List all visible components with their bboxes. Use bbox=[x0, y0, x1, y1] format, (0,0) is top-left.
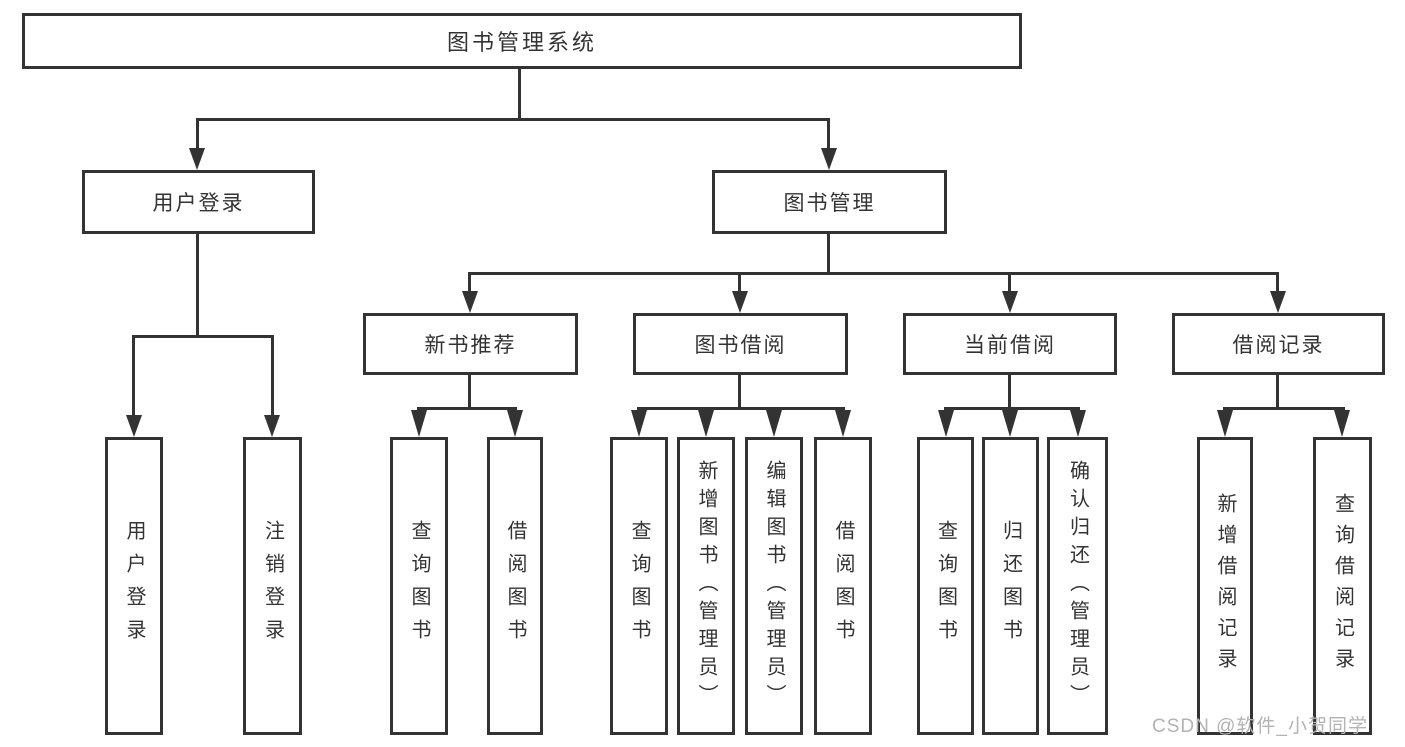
leaf-cb-return-books-label: 归还图书 bbox=[999, 520, 1022, 652]
arrow-down-icon bbox=[264, 415, 280, 437]
node-new-book-rec: 新书推荐 bbox=[363, 313, 578, 375]
leaf-bb-add-books-admin: 新增图书（管理员） bbox=[677, 437, 735, 735]
watermark-text: CSDN @软件_小贺同学 bbox=[1152, 716, 1368, 737]
leaf-bb-borrow-books-label: 借阅图书 bbox=[832, 520, 854, 652]
connector-book-mgmt-stem bbox=[827, 234, 830, 275]
node-root-label: 图书管理系统 bbox=[446, 30, 597, 55]
node-book-borrow-label: 图书借阅 bbox=[694, 334, 787, 357]
node-user-login: 用户登录 bbox=[82, 170, 315, 234]
connector-user-login-branch bbox=[132, 335, 274, 338]
arrow-down-icon bbox=[126, 415, 142, 437]
node-book-borrow: 图书借阅 bbox=[633, 313, 848, 375]
connector-book-borrow-stem bbox=[738, 375, 741, 410]
arrow-down-icon bbox=[1002, 291, 1018, 313]
leaf-nbr-borrow-books-label: 借阅图书 bbox=[504, 520, 526, 652]
leaf-cb-query-books: 查询图书 bbox=[917, 437, 974, 735]
leaf-cb-confirm-return-admin: 确认归还（管理员） bbox=[1047, 437, 1108, 735]
connector-borrow-record-stem bbox=[1276, 375, 1279, 410]
leaf-br-query-record: 查询借阅记录 bbox=[1313, 437, 1372, 735]
arrow-down-icon bbox=[821, 148, 837, 170]
leaf-cb-return-books: 归还图书 bbox=[982, 437, 1039, 735]
connector-user-login-drop-1 bbox=[132, 335, 135, 417]
leaf-bb-query-books-label: 查询图书 bbox=[628, 520, 650, 652]
node-current-borrow-label: 当前借阅 bbox=[964, 334, 1056, 357]
connector-new-book-rec-stem bbox=[468, 375, 471, 410]
leaf-br-add-record-label: 新增借阅记录 bbox=[1214, 493, 1236, 679]
leaf-cb-confirm-return-admin-label: 确认归还（管理员） bbox=[1066, 460, 1089, 712]
leaf-bb-edit-books-admin-label: 编辑图书（管理员） bbox=[763, 460, 785, 712]
arrow-down-icon bbox=[189, 148, 205, 170]
connector-l1-drop-left bbox=[196, 118, 199, 152]
leaf-bb-add-books-admin-label: 新增图书（管理员） bbox=[695, 460, 717, 712]
connector-current-borrow-stem bbox=[1008, 375, 1011, 410]
leaf-user-login-label: 用户登录 bbox=[123, 520, 145, 652]
arrow-down-icon bbox=[1270, 291, 1286, 313]
node-current-borrow: 当前借阅 bbox=[903, 313, 1117, 375]
connector-book-mgmt-branch bbox=[468, 272, 1279, 275]
leaf-nbr-query-books-label: 查询图书 bbox=[408, 520, 430, 652]
leaf-cb-query-books-label: 查询图书 bbox=[934, 520, 957, 652]
arrow-down-icon bbox=[507, 410, 523, 437]
arrow-down-icon bbox=[1002, 410, 1018, 437]
leaf-br-query-record-label: 查询借阅记录 bbox=[1331, 493, 1354, 679]
leaf-bb-borrow-books: 借阅图书 bbox=[814, 437, 872, 735]
node-root: 图书管理系统 bbox=[22, 13, 1022, 69]
leaf-logout-label: 注销登录 bbox=[261, 520, 284, 652]
node-borrow-record: 借阅记录 bbox=[1172, 313, 1385, 375]
arrow-down-icon bbox=[698, 410, 714, 437]
connector-book-mgmt-drop-4 bbox=[1276, 272, 1279, 293]
connector-current-borrow-branch bbox=[944, 407, 1080, 410]
connector-new-book-rec-branch bbox=[417, 407, 517, 410]
leaf-nbr-borrow-books: 借阅图书 bbox=[487, 437, 543, 735]
arrow-down-icon bbox=[631, 410, 647, 437]
arrow-down-icon bbox=[462, 291, 478, 313]
connector-root-stem bbox=[518, 69, 521, 120]
node-book-mgmt-label: 图书管理 bbox=[783, 192, 876, 215]
node-user-login-label: 用户登录 bbox=[152, 192, 245, 215]
connector-user-login-stem bbox=[196, 234, 199, 338]
connector-borrow-record-branch bbox=[1223, 407, 1345, 410]
leaf-bb-query-books: 查询图书 bbox=[610, 437, 668, 735]
arrow-down-icon bbox=[766, 410, 782, 437]
arrow-down-icon bbox=[732, 291, 748, 313]
arrow-down-icon bbox=[1217, 410, 1233, 437]
connector-book-mgmt-drop-1 bbox=[468, 272, 471, 293]
leaf-br-add-record: 新增借阅记录 bbox=[1197, 437, 1253, 735]
leaf-bb-edit-books-admin: 编辑图书（管理员） bbox=[745, 437, 803, 735]
leaf-user-login: 用户登录 bbox=[105, 437, 163, 735]
connector-book-mgmt-drop-3 bbox=[1008, 272, 1011, 293]
arrow-down-icon bbox=[411, 410, 427, 437]
connector-book-mgmt-drop-2 bbox=[738, 272, 741, 293]
connector-book-borrow-branch bbox=[637, 407, 845, 410]
connector-l1-drop-right bbox=[827, 118, 830, 152]
node-borrow-record-label: 借阅记录 bbox=[1232, 334, 1325, 357]
leaf-nbr-query-books: 查询图书 bbox=[390, 437, 448, 735]
arrow-down-icon bbox=[835, 410, 851, 437]
connector-l1-branch bbox=[196, 118, 830, 121]
arrow-down-icon bbox=[1334, 410, 1350, 437]
leaf-logout: 注销登录 bbox=[243, 437, 302, 735]
node-new-book-rec-label: 新书推荐 bbox=[424, 334, 517, 357]
node-book-mgmt: 图书管理 bbox=[712, 170, 947, 234]
arrow-down-icon bbox=[1070, 410, 1086, 437]
connector-user-login-drop-2 bbox=[271, 335, 274, 417]
arrow-down-icon bbox=[938, 410, 954, 437]
